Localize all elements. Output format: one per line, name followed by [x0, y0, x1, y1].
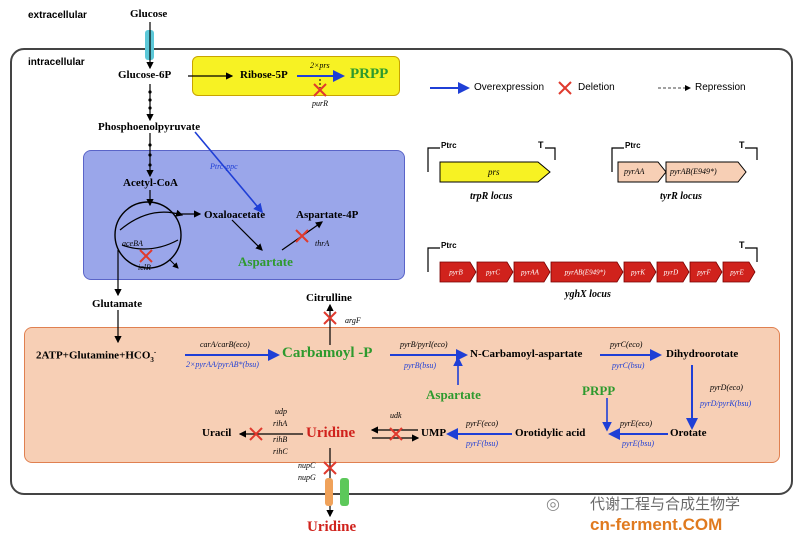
gene-pyrEbsu: pyrE(bsu) — [622, 439, 654, 448]
gene-pyrFeco: pyrF(eco) — [466, 419, 498, 428]
yghX-terminator: T — [739, 240, 745, 250]
label-extracellular: extracellular — [28, 10, 87, 21]
yghX-gene-label: pyrF — [696, 269, 711, 277]
yghX-gene-arrow — [513, 261, 551, 283]
node-aspartate: Aspartate — [238, 254, 293, 269]
trpR-promoter: Ptrc — [441, 141, 457, 150]
node-substrates: 2ATP+Glutamine+HCO3- — [36, 349, 156, 364]
gene-pyrFbsu: pyrF(bsu) — [466, 439, 498, 448]
watermark-site: cn-ferment.COM — [590, 515, 723, 534]
node-orotidylic-acid: Orotidylic acid — [515, 427, 586, 439]
yghX-gene-arrow — [439, 261, 477, 283]
node-uridine: Uridine — [306, 425, 356, 441]
hco-subscript: 3 — [150, 355, 154, 364]
tyrR-locus-name: tyrR locus — [660, 191, 702, 202]
gene-ppc: Ptrc-ppc — [210, 162, 238, 171]
trpR-terminator: T — [538, 140, 544, 150]
node-orotate: Orotate — [670, 427, 707, 439]
gene-pyrDbsu: pyrD/pyrK(bsu) — [700, 399, 752, 408]
gene-nupC: nupC — [298, 461, 316, 470]
node-prpp-2: PRPP — [582, 383, 616, 398]
gene-pyrAA: 2×pyrAA/pyrAB*(bsu) — [186, 360, 259, 369]
yghX-gene-label: pyrAA — [520, 269, 540, 277]
yghX-gene-arrow — [722, 261, 756, 283]
gene-pyrCbsu: pyrC(bsu) — [612, 361, 645, 370]
gene-pyrCeco: pyrC(eco) — [610, 340, 643, 349]
hco-charge: - — [153, 348, 157, 356]
node-pep: Phosphoenolpyruvate — [98, 121, 201, 133]
yghX-gene-label: pyrC — [485, 269, 500, 277]
gene-nupG: nupG — [298, 473, 316, 482]
label-intracellular: intracellular — [28, 57, 85, 68]
legend-overexpression: Overexpression — [474, 82, 545, 93]
yghX-gene-label: pyrK — [630, 269, 645, 277]
node-glucose: Glucose — [130, 8, 168, 20]
gene-rihC: rihC — [273, 447, 288, 456]
gene-argF: argF — [345, 316, 361, 325]
yghX-locus-name: yghX locus — [565, 289, 611, 300]
node-citrulline: Citrulline — [306, 292, 352, 304]
nupG-transporter — [340, 478, 349, 506]
node-ump: UMP — [421, 427, 447, 439]
substrates-text: 2ATP+Glutamine+HCO — [36, 349, 151, 362]
yghX-gene-label: pyrB — [448, 269, 463, 277]
gene-thrA: thrA — [315, 239, 330, 248]
yghX-gene-arrow — [550, 261, 624, 283]
node-glutamate: Glutamate — [92, 298, 143, 310]
node-acetylcoa: Acetyl-CoA — [123, 177, 178, 189]
trpR-gene: prs — [488, 167, 500, 177]
yghX-gene-arrow — [476, 261, 514, 283]
tca-box — [83, 150, 405, 280]
gene-aceBA: aceBA — [122, 239, 143, 248]
nupC-transporter — [325, 478, 333, 506]
node-uridine-extracellular: Uridine — [307, 519, 357, 535]
node-carbamoylp: Carbamoyl -P — [282, 345, 373, 361]
legend-deletion: Deletion — [578, 82, 615, 93]
gene-prs: 2×prs — [310, 61, 330, 70]
yghX-gene-arrow — [689, 261, 723, 283]
node-uracil: Uracil — [202, 427, 232, 439]
node-ribose-5p: Ribose-5P — [240, 69, 288, 81]
wechat-icon: ◎ — [546, 496, 560, 513]
gene-pyrDeco: pyrD(eco) — [710, 383, 743, 392]
gene-pyrEeco: pyrE(eco) — [620, 419, 652, 428]
gene-carAB: carA/carB(eco) — [200, 340, 250, 349]
tyrR-gene-pyrAA: pyrAA — [624, 167, 645, 176]
gene-rihB: rihB — [273, 435, 288, 444]
legend-repression: Repression — [695, 82, 746, 93]
gene-rihA: rihA — [273, 419, 288, 428]
gene-udp: udp — [275, 407, 287, 416]
tyrR-terminator: T — [739, 140, 745, 150]
node-aspartate-4p: Aspartate-4P — [296, 209, 359, 221]
yghX-gene-arrow — [656, 261, 690, 283]
node-prpp: PRPP — [350, 66, 389, 82]
node-n-carbamoyl-aspartate: N-Carbamoyl-aspartate — [470, 348, 583, 360]
yghX-gene-label: pyrD — [663, 269, 678, 277]
gene-purR: purR — [312, 99, 328, 108]
node-dihydroorotate: Dihydroorotate — [666, 348, 739, 360]
tyrR-promoter: Ptrc — [625, 141, 641, 150]
gene-pyrBI: pyrB/pyrI(eco) — [400, 340, 448, 349]
yghX-gene-arrow — [623, 261, 657, 283]
trpR-locus-name: trpR locus — [470, 191, 513, 202]
node-aspartate-2: Aspartate — [426, 387, 481, 402]
watermark-logo-text: 代谢工程与合成生物学 — [590, 496, 741, 513]
gene-udk: udk — [390, 411, 402, 420]
gene-pyrBbsu: pyrB(bsu) — [404, 361, 436, 370]
yghX-gene-label: pyrAB(E949*) — [564, 269, 606, 277]
tyrR-gene-pyrAB: pyrAB(E949*) — [670, 167, 717, 176]
cell-membrane — [10, 48, 793, 495]
yghX-promoter: Ptrc — [441, 241, 457, 250]
yghX-gene-label: pyrE — [729, 269, 744, 277]
node-oxaloacetate: Oxaloacetate — [204, 209, 266, 221]
yghX-gene-arrows: pyrB pyrC pyrAA pyrAB(E949*) pyrK pyrD pyrF pyr… — [439, 261, 756, 283]
node-glucose-6p: Glucose-6P — [118, 69, 172, 81]
gene-iclR: iclR — [138, 263, 151, 272]
